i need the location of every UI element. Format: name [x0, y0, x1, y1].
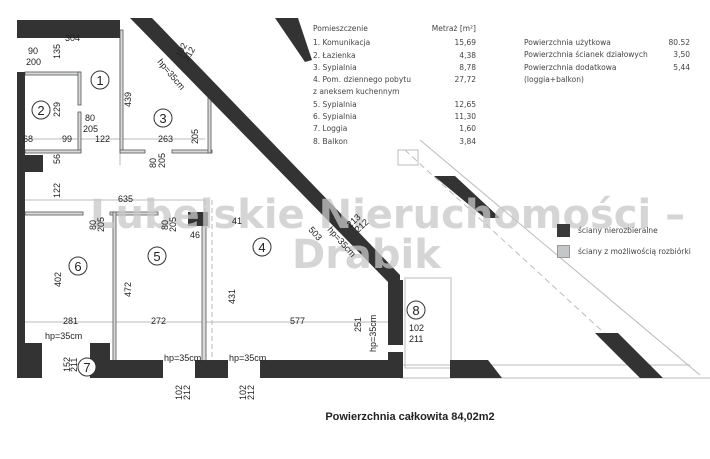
room-area: 15,69	[454, 38, 476, 48]
dimension: hp=35cm	[45, 331, 82, 341]
dimension: 80	[88, 220, 98, 230]
room-area: 11,30	[454, 112, 476, 122]
area-summary: Powierzchnia użytkowa 80.52 Powierzchnia …	[524, 37, 690, 86]
room-number: 3	[159, 111, 166, 126]
dimension: 304	[65, 33, 80, 43]
room-number: 1	[96, 73, 103, 88]
dimension: 68	[23, 134, 33, 144]
room-number: 6	[74, 259, 81, 274]
summary-label: Powierzchnia ścianek działowych	[524, 50, 648, 60]
dimension: 41	[232, 216, 242, 226]
room-area: 4,38	[459, 50, 476, 60]
summary-value: 80.52	[668, 38, 690, 47]
room-number: 5	[153, 249, 160, 264]
dimension: 431	[227, 289, 237, 304]
dimension: 577	[290, 316, 305, 326]
dimension: 102	[238, 385, 248, 400]
room-number: 7	[83, 360, 90, 375]
dimension: 251	[353, 317, 363, 332]
dimension: 212	[246, 385, 256, 400]
room-area: 1,60	[459, 124, 476, 134]
room-area: 3,84	[459, 136, 476, 146]
room-name: 8. Balkon	[313, 136, 348, 146]
legend-swatch-light	[557, 245, 570, 258]
dimension: 272	[151, 316, 166, 326]
dimension: 229	[52, 102, 62, 117]
legend-structural: ściany nierozbieralne	[557, 224, 658, 237]
dimension: 205	[83, 124, 98, 134]
dimension: 263	[158, 134, 173, 144]
dimension: 80	[85, 113, 95, 123]
removable-walls	[24, 29, 213, 364]
room-area: 27,72	[454, 75, 476, 85]
dimension: 205	[190, 129, 200, 144]
dimension: 402	[53, 272, 63, 287]
summary-value: 5,44	[673, 62, 690, 72]
room-name: z aneksem kuchennym	[313, 87, 400, 97]
dimension: 56	[52, 154, 62, 164]
dimension: 122	[52, 183, 62, 198]
legend-label: ściany nierozbieralne	[578, 226, 658, 235]
room-name: 1. Komunikacja	[313, 38, 371, 48]
summary-label: Powierzchnia dodatkowa	[524, 62, 617, 72]
dimension: 205	[168, 217, 178, 232]
dimension: 200	[26, 57, 41, 67]
dimension: hp=35cm	[229, 353, 266, 363]
dimension: 122	[95, 134, 110, 144]
watermark-line2: Drabik	[292, 232, 442, 278]
legend-swatch-dark	[557, 224, 570, 237]
dimension: 205	[157, 153, 167, 168]
dimension: hp=35cm	[368, 315, 378, 352]
dimension: hp=35cm	[164, 353, 201, 363]
dimension: 281	[63, 316, 78, 326]
summary-label: (loggia+balkon)	[524, 74, 584, 84]
room-name: 5. Sypialnia	[313, 99, 357, 109]
dimension: 211	[69, 358, 79, 372]
room-number: 8	[412, 303, 419, 318]
header-room: Pomieszczenie	[313, 24, 368, 33]
header-area: Metraż [m²]	[431, 24, 476, 33]
dimension: 205	[96, 217, 106, 232]
dimension: 99	[62, 134, 72, 144]
dimension: 102	[174, 385, 184, 400]
dimension: 102	[409, 323, 424, 333]
room-name: 4. Pom. dziennego pobytu	[313, 75, 411, 85]
room-number: 4	[258, 240, 265, 255]
dimension: 635	[118, 194, 133, 204]
legend-label: ściany z możliwością rozbiórki	[578, 247, 691, 256]
room-name: 3. Sypialnia	[313, 62, 357, 72]
room-number: 2	[37, 103, 44, 118]
room-area-table: Pomieszczenie Metraż [m²] 1. Komunikacja 1…	[313, 23, 476, 148]
room-area: 8,78	[459, 62, 476, 72]
summary-value: 3,50	[673, 50, 690, 60]
dimension: 80	[160, 220, 170, 230]
room-name: 2. Łazienka	[313, 50, 356, 60]
dimension: 90	[28, 46, 38, 56]
room-name: 7. Loggia	[313, 124, 348, 134]
watermark-line1: Lubelskie Nieruchomości –	[90, 192, 685, 238]
room-labels: 1 2 3 4 5 6 7 8	[31, 70, 426, 377]
room-area: 12,65	[454, 99, 476, 109]
room-name: 6. Sypialnia	[313, 112, 357, 122]
dimension: 439	[123, 92, 133, 107]
legend-removable: ściany z możliwością rozbiórki	[557, 245, 691, 258]
dimension: 80	[148, 158, 158, 168]
dimension: 46	[190, 230, 200, 240]
dimension: 211	[409, 334, 423, 344]
summary-label: Powierzchnia użytkowa	[524, 38, 611, 47]
dimension: 472	[123, 282, 133, 297]
dimension: 135	[52, 44, 62, 59]
dimension: 152	[62, 357, 72, 372]
dimension: 212	[182, 385, 192, 400]
total-area: Powierzchnia całkowita 84,02m2	[325, 411, 495, 423]
